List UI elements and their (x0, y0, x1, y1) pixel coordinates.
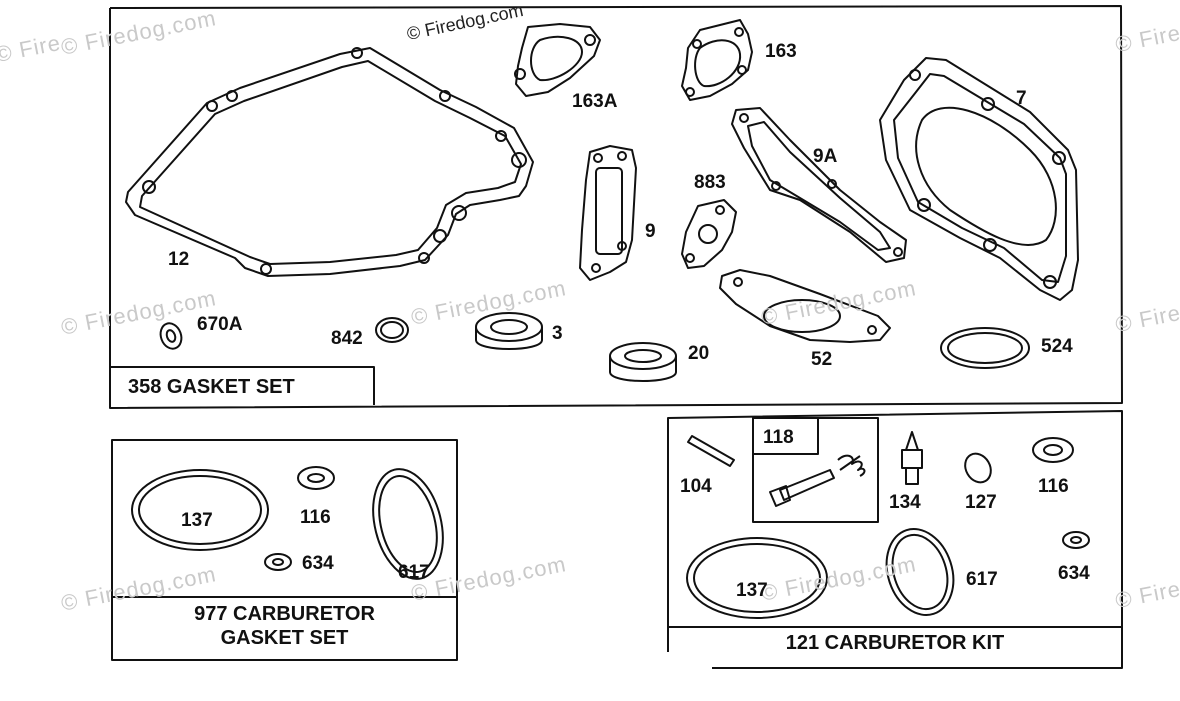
carb-kit-title: 121 CARBURETOR KIT (785, 632, 1005, 654)
label-kit-617: 617 (966, 569, 998, 590)
kit-137-oring (686, 537, 828, 619)
part-163A-gasket (514, 23, 601, 97)
part-524-oring (940, 327, 1030, 369)
label-7: 7 (1016, 88, 1027, 109)
carb-gasket-set-panel (111, 439, 458, 661)
label-carb-634: 634 (302, 553, 334, 574)
carb-gasket-set-title-line1: 977 CARBURETOR (194, 603, 375, 625)
kit-118-needle-spring (769, 454, 866, 507)
part-9A-gasket (731, 107, 907, 263)
kit-127-plug (964, 452, 992, 484)
kit-104-pin (687, 435, 735, 467)
part-163-gasket (681, 19, 753, 101)
subkit-118-label: 118 (763, 427, 794, 448)
carb-kit-panel (667, 410, 1123, 669)
kit-134-needle (901, 431, 923, 485)
carb-gasket-set-title-line2: GASKET SET (220, 627, 349, 649)
label-12: 12 (168, 249, 190, 270)
part-842-oring (375, 317, 409, 343)
label-kit-127: 127 (965, 492, 997, 513)
label-20: 20 (688, 343, 710, 364)
part-20-oil-seal (609, 342, 677, 382)
label-842: 842 (331, 328, 363, 349)
part-52-gasket (719, 269, 891, 343)
label-kit-104: 104 (680, 476, 712, 497)
label-3: 3 (552, 323, 563, 344)
kit-634-washer (1062, 531, 1090, 549)
label-kit-137: 137 (736, 580, 768, 601)
label-kit-116: 116 (1038, 476, 1069, 497)
carb-634-washer (264, 553, 292, 571)
carb-617-oring (372, 468, 444, 580)
label-52: 52 (811, 349, 833, 370)
label-163: 163 (765, 41, 797, 62)
label-carb-617: 617 (398, 562, 430, 583)
label-883: 883 (694, 172, 726, 193)
label-9A: 9A (813, 146, 838, 167)
part-883-gasket (681, 199, 737, 269)
label-carb-116: 116 (300, 507, 331, 528)
label-670A: 670A (197, 314, 243, 335)
label-kit-134: 134 (889, 492, 921, 513)
part-12-crankcase-gasket (125, 47, 534, 277)
label-carb-137: 137 (181, 510, 213, 531)
part-3-oil-seal (475, 312, 543, 350)
kit-116-washer (1032, 437, 1074, 463)
label-9: 9 (645, 221, 656, 242)
kit-617-oring (885, 528, 955, 616)
gasket-set-panel (109, 5, 1123, 409)
label-163A: 163A (572, 91, 618, 112)
label-524: 524 (1041, 336, 1073, 357)
carb-137-oring (131, 469, 269, 551)
part-9-gasket (579, 145, 637, 281)
gasket-set-title: 358 GASKET SET (128, 376, 295, 398)
label-kit-634: 634 (1058, 563, 1090, 584)
carb-116-washer (297, 466, 335, 490)
part-670A-washer (159, 322, 183, 350)
part-7-head-gasket (879, 57, 1079, 301)
